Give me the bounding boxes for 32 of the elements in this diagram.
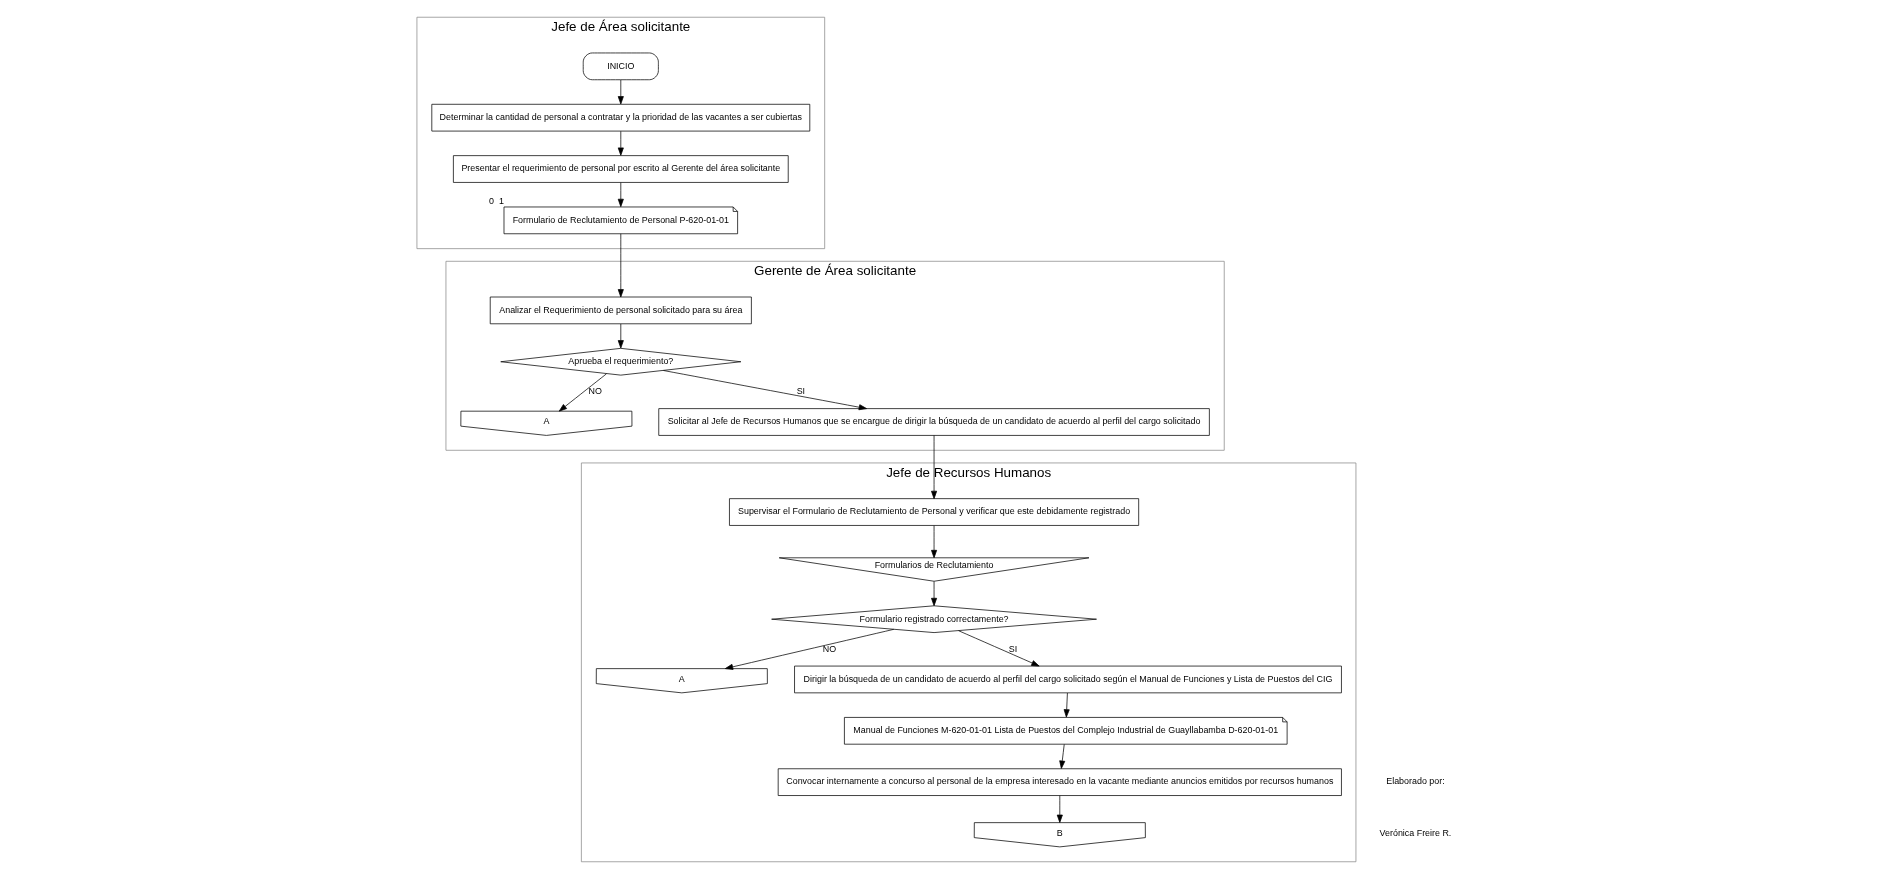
node-box: Dirigir la búsqueda de un candidato de acuerdo al perfil del cargo solicitado según el Manual de Funciones y Lista de Puestos del CIG [794,665,1342,694]
node-diamond: Aprueba el requerimiento? [500,348,742,376]
label: Verónica Freire R. [1379,827,1452,838]
node-label: 0 1 [489,196,504,207]
arrow [617,130,624,156]
arrow [558,373,607,412]
arrow [617,233,624,298]
node-box: Analizar el Requerimiento de personal solicitado para su área [489,296,752,325]
node-box: Solicitar al Jefe de Recursos Humanos que se encargue de dirigir la búsqueda de un candidato de acuerdo al perfil del cargo solicitado [658,408,1210,436]
arrow [931,581,938,607]
arrow [958,630,1040,667]
edge-label: NO [588,386,602,397]
arrow [1063,692,1070,718]
node-box: Supervisar el Formulario de Reclutamiento de Personal y verificar que este debidamente registrado [729,498,1140,526]
node-diamond: Formulario registrado correctamente? [771,605,1097,633]
arrow [617,182,624,208]
arrow [1059,744,1066,769]
arrow [931,435,938,499]
arrow [724,628,895,670]
edge-label: NO [822,643,837,654]
arrow [931,525,938,559]
arrow [663,370,867,411]
node-box: Convocar internamente a concurso al personal de la empresa interesado en la vacante mediante anuncios emitidos por recursos humanos [777,768,1342,796]
edge-label: SI [1008,643,1018,654]
arrow [1056,795,1063,823]
node-box: INICIO [582,52,659,81]
arrow [617,79,624,105]
edge-label: SI [796,386,806,397]
arrow [617,323,624,349]
label: Elaborado por: [1386,776,1445,787]
node-box: Determinar la cantidad de personal a contratar y la prioridad de las vacantes a ser cubiertas [431,103,811,132]
node-box: Presentar el requerimiento de personal por escrito al Gerente del área solicitante [453,155,789,183]
